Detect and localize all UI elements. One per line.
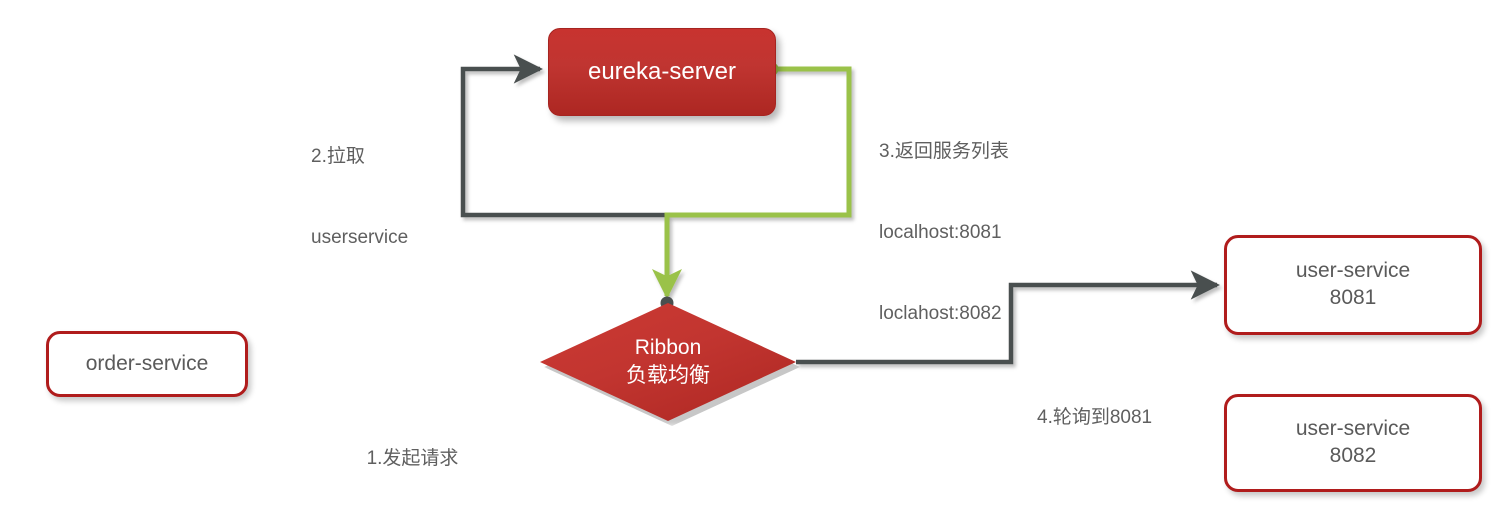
edge-label-step2-line2: userservice — [311, 226, 409, 248]
node-ribbon-label-line2: 负载均衡 — [626, 364, 710, 387]
edge-label-step2-line1: 2.拉取 — [311, 145, 365, 167]
node-user-service-8081-line2: 8081 — [1329, 286, 1377, 309]
node-eureka-server[interactable]: eureka-server — [548, 28, 776, 116]
edge-label-step3-line2: localhost:8081 — [879, 221, 1002, 243]
node-user-service-8082-line1: user-service — [1295, 417, 1411, 441]
edge-label-step3-line1: 3.返回服务列表 — [879, 140, 1009, 162]
node-user-service-8082-label: user-service 8082 — [1296, 416, 1410, 470]
edge-ribbon-to-eureka-server — [460, 54, 667, 218]
edge-label-step4: 4.轮询到8081 — [1037, 351, 1152, 486]
node-user-service-8082[interactable]: user-service 8082 — [1224, 394, 1482, 492]
node-user-service-8081-line1: user-service — [1295, 259, 1411, 283]
edge-label-step3: 3.返回服务列表 localhost:8081 loclahost:8082 — [879, 85, 1009, 382]
node-user-service-8081-label: user-service 8081 — [1296, 258, 1410, 312]
edge-label-step1: 1.发起请求 http://userservice/user/1 — [277, 392, 548, 529]
node-order-service-label: order-service — [85, 351, 209, 375]
node-ribbon-load-balancer[interactable]: Ribbon 负载均衡 — [540, 303, 800, 426]
edge-ribbon-to-user-service-8081 — [796, 270, 1220, 365]
node-ribbon-label: Ribbon 负载均衡 — [540, 303, 796, 421]
edge-eureka-server-to-ribbon — [652, 66, 852, 299]
node-user-service-8081[interactable]: user-service 8081 — [1224, 235, 1482, 335]
node-eureka-server-label: eureka-server — [587, 57, 737, 85]
edge-label-step2: 2.拉取 userservice — [311, 90, 408, 306]
node-ribbon-label-line1: Ribbon — [634, 336, 702, 360]
node-order-service[interactable]: order-service — [46, 331, 248, 397]
node-user-service-8082-line2: 8082 — [1329, 444, 1377, 467]
edge-label-step4-line1: 4.轮询到8081 — [1037, 406, 1153, 428]
edge-label-step3-line3: loclahost:8082 — [879, 302, 1002, 324]
edge-label-step1-line1: 1.发起请求 — [366, 447, 459, 469]
